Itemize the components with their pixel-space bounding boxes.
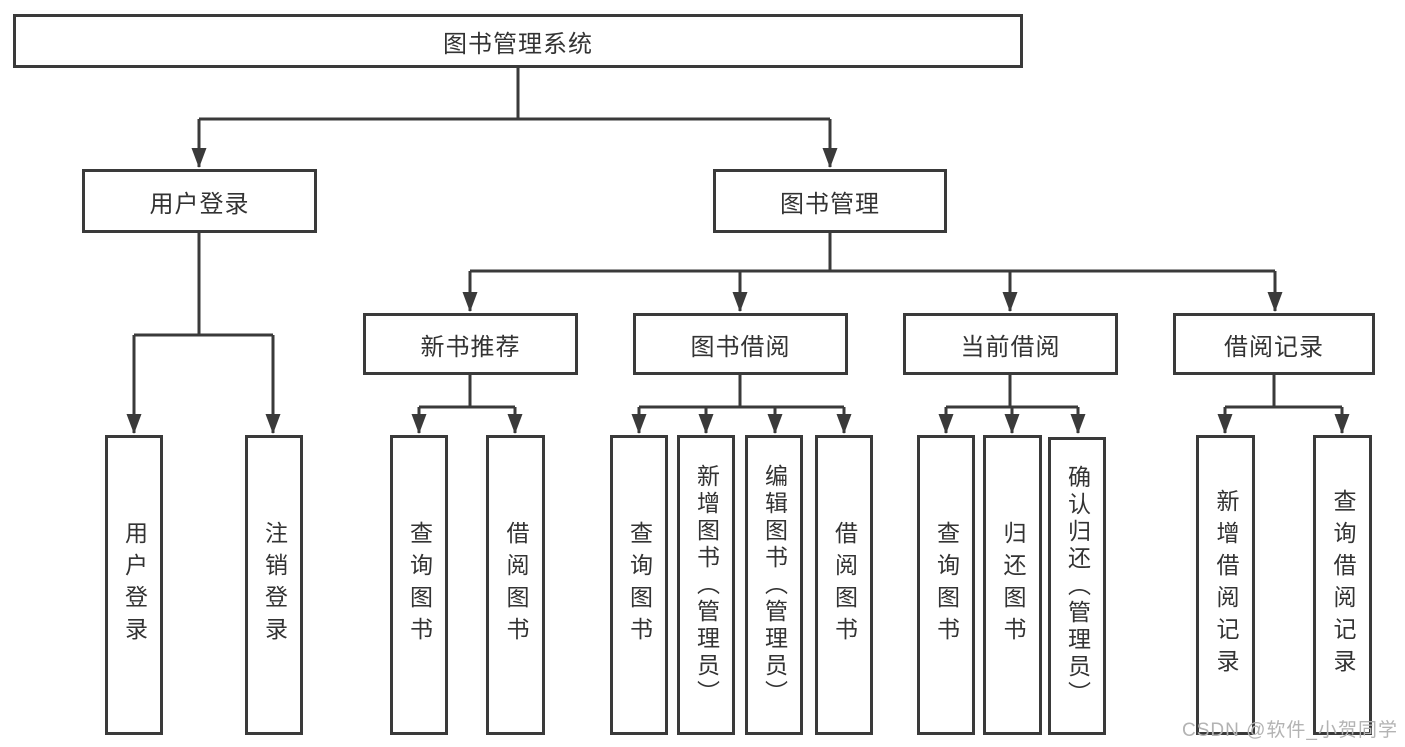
leaf-cb-confirm-return-admin: 确认归还（管理员） xyxy=(1048,437,1106,735)
leaf-bb-add-book-admin: 新增图书（管理员） xyxy=(677,435,735,735)
node-root-system-label: 图书管理系统 xyxy=(443,30,593,58)
leaf-nb-borrow-books-label: 借阅图书 xyxy=(503,521,529,649)
leaf-logout-label: 注销登录 xyxy=(261,521,288,649)
leaf-bb-add-book-admin-label: 新增图书（管理员） xyxy=(693,463,720,707)
node-book-management-label: 图书管理 xyxy=(780,190,880,218)
leaf-user-login-label: 用户登录 xyxy=(121,521,148,649)
leaf-bb-query-books-label: 查询图书 xyxy=(626,521,653,649)
leaf-logout: 注销登录 xyxy=(245,435,303,735)
node-borrowing-records: 借阅记录 xyxy=(1173,313,1375,375)
leaf-bb-query-books: 查询图书 xyxy=(610,435,668,735)
node-book-management: 图书管理 xyxy=(713,169,947,233)
node-user-login: 用户登录 xyxy=(82,169,317,233)
leaf-nb-query-books: 查询图书 xyxy=(390,435,448,735)
leaf-bb-edit-book-admin-label: 编辑图书（管理员） xyxy=(761,463,788,707)
leaf-bb-edit-book-admin: 编辑图书（管理员） xyxy=(745,435,803,735)
node-new-book-recommendation: 新书推荐 xyxy=(363,313,578,375)
leaf-cb-return-books-label: 归还图书 xyxy=(1000,521,1026,649)
node-root-system: 图书管理系统 xyxy=(13,14,1023,68)
node-new-book-recommendation-label: 新书推荐 xyxy=(420,333,521,361)
csdn-watermark: CSDN @软件_小贺同学 xyxy=(1182,720,1398,741)
node-current-borrowing-label: 当前借阅 xyxy=(960,333,1061,361)
leaf-nb-borrow-books: 借阅图书 xyxy=(486,435,545,735)
leaf-cb-confirm-return-admin-label: 确认归还（管理员） xyxy=(1064,464,1091,708)
leaf-bb-borrow-books-label: 借阅图书 xyxy=(831,521,858,649)
leaf-br-add-record: 新增借阅记录 xyxy=(1196,435,1255,735)
node-book-borrowing-label: 图书借阅 xyxy=(690,333,791,361)
node-book-borrowing: 图书借阅 xyxy=(633,313,848,375)
leaf-br-query-record: 查询借阅记录 xyxy=(1313,435,1372,735)
node-borrowing-records-label: 借阅记录 xyxy=(1224,333,1324,361)
leaf-nb-query-books-label: 查询图书 xyxy=(406,521,433,649)
node-current-borrowing: 当前借阅 xyxy=(903,313,1118,375)
leaf-cb-query-books: 查询图书 xyxy=(917,435,975,735)
leaf-br-add-record-label: 新增借阅记录 xyxy=(1213,489,1239,681)
leaf-cb-return-books: 归还图书 xyxy=(983,435,1042,735)
node-user-login-label: 用户登录 xyxy=(149,190,250,218)
leaf-bb-borrow-books: 借阅图书 xyxy=(815,435,873,735)
leaf-br-query-record-label: 查询借阅记录 xyxy=(1330,489,1356,681)
leaf-cb-query-books-label: 查询图书 xyxy=(933,521,960,649)
leaf-user-login: 用户登录 xyxy=(105,435,163,735)
